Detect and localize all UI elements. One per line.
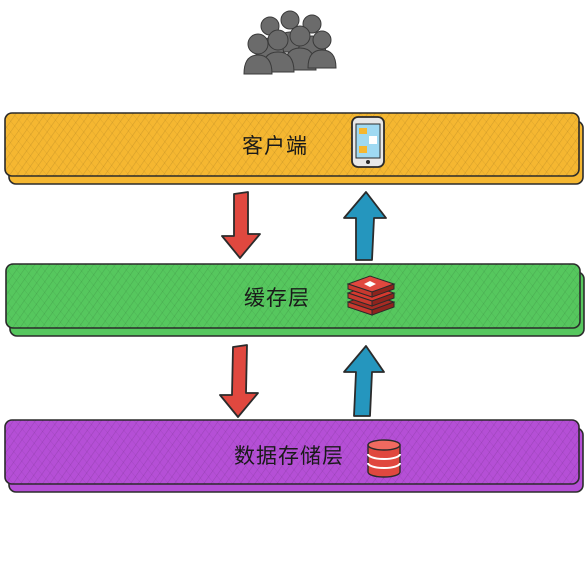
users-group-icon [243, 10, 337, 75]
mobile-phone-icon [351, 116, 385, 168]
client-layer [4, 112, 584, 185]
storage-layer-label: 数据存储层 [234, 444, 344, 468]
cache-layer [5, 263, 585, 337]
cache-layer-label: 缓存层 [244, 286, 310, 310]
database-icon [367, 439, 401, 478]
client-layer-label: 客户端 [242, 134, 308, 158]
down-arrow-client-to-cache [221, 191, 261, 259]
storage-layer [4, 419, 584, 493]
redis-icon [346, 275, 396, 316]
up-arrow-cache-to-client [343, 191, 387, 261]
down-arrow-cache-to-storage [219, 344, 259, 418]
up-arrow-storage-to-cache [343, 345, 385, 417]
